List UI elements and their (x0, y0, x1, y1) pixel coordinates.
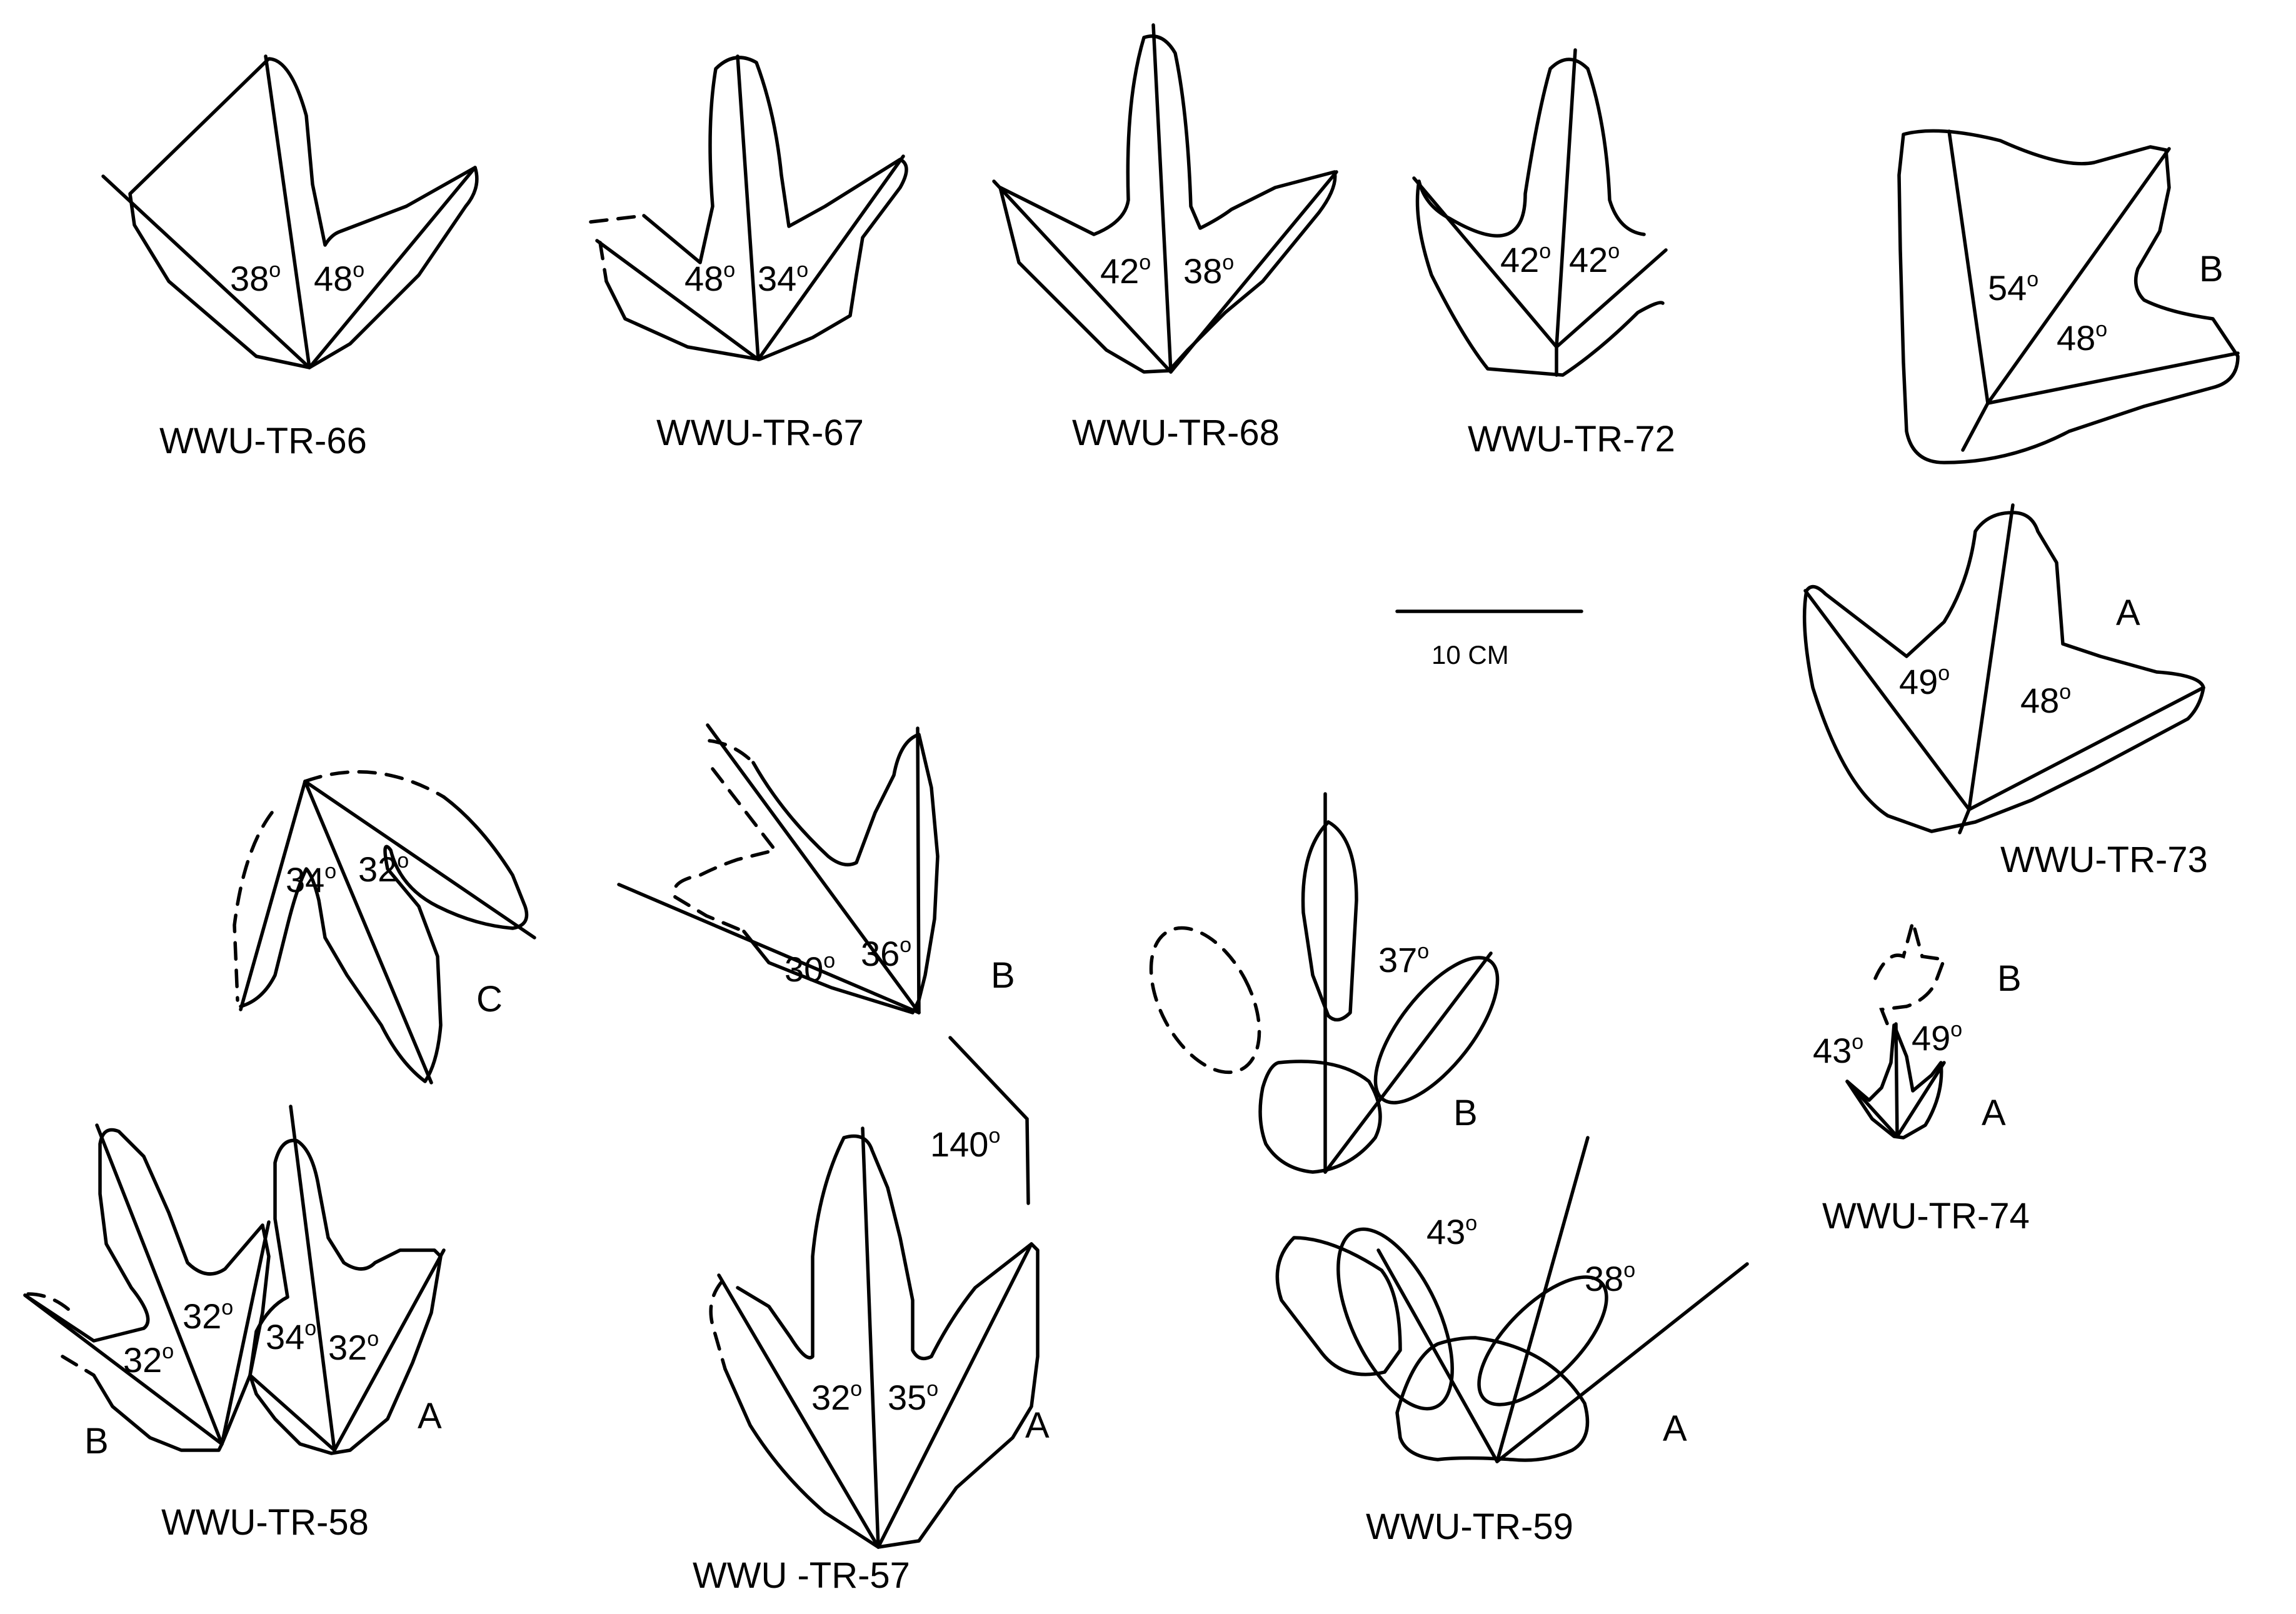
label-tr68: WWU-TR-68 (1072, 413, 1280, 453)
angle-tr74-left: 43o (1813, 1030, 1863, 1070)
scale-bar: 10 CM (1395, 609, 1583, 669)
angle-tr68-right: 38o (1183, 251, 1234, 291)
angle-tr66-left: 38o (230, 258, 281, 298)
angle-tr72-right: 42o (1569, 239, 1620, 279)
angle-tr73a-right: 48o (2020, 680, 2071, 720)
angle-tr73b-left: 54o (1988, 268, 2038, 308)
angle-tr59a-right: 38o (1585, 1258, 1635, 1298)
letter-tr74a: A (1982, 1093, 2006, 1133)
scale-bar-label: 10 CM (1431, 640, 1509, 669)
track-tr66: 38o 48o WWU-TR-66 (101, 54, 479, 461)
letter-tr58a: A (418, 1396, 442, 1436)
letter-tr57a: A (1025, 1405, 1050, 1446)
angle-tr59b-right: 37o (1378, 940, 1429, 980)
angle-tr72-left: 42o (1500, 239, 1551, 279)
angle-tr59a-left: 43o (1426, 1211, 1477, 1251)
label-tr57: WWU -TR-57 (693, 1555, 910, 1596)
track-tr68: 42o 38o WWU-TR-68 (992, 23, 1338, 453)
angle-tr58a-left: 34o (266, 1316, 316, 1356)
letter-tr58c: C (476, 979, 503, 1020)
label-tr66: WWU-TR-66 (159, 421, 367, 461)
angle-tr57b-right: 36o (861, 933, 911, 973)
angle-tr73a-left: 49o (1899, 661, 1950, 701)
letter-tr57b: B (991, 955, 1015, 996)
letter-tr73b: B (2199, 249, 2223, 289)
angle-tr68-left: 42o (1100, 251, 1151, 291)
letter-tr58b: B (84, 1421, 109, 1461)
track-tr57: 30o 36o B 140o 32o 35o A WWU -TR-57 (617, 723, 1050, 1596)
letter-tr59b: B (1453, 1093, 1478, 1133)
angle-tr57-step: 140o (930, 1124, 1000, 1164)
label-tr74: WWU-TR-74 (1822, 1196, 2030, 1236)
angle-tr67-right: 34o (758, 258, 808, 298)
angle-tr57b-left: 30o (785, 949, 835, 989)
angle-tr57a-right: 35o (888, 1377, 938, 1417)
angle-tr58a-right: 32o (328, 1327, 379, 1367)
track-tr72: 42o 42o WWU-TR-72 (1412, 48, 1675, 459)
track-tr74: 43o 49o B A WWU-TR-74 (1813, 915, 2030, 1236)
track-tr73: 54o 48o B 49o 48o A WWU-TR-73 (1802, 129, 2240, 880)
label-tr67: WWU-TR-67 (656, 413, 864, 453)
angle-tr73b-right: 48o (2057, 318, 2107, 358)
label-tr59: WWU-TR-59 (1366, 1506, 1573, 1547)
letter-tr73a: A (2116, 593, 2140, 633)
label-tr58: WWU-TR-58 (161, 1502, 369, 1543)
track-tr67: 48o 34o WWU-TR-67 (589, 54, 908, 453)
angle-tr58b-left: 32o (123, 1340, 174, 1380)
label-tr73: WWU-TR-73 (2000, 840, 2208, 880)
track-tr58: 34o 32o C 32o 32o B 34o 32o A WWU-TR-58 (23, 770, 536, 1543)
angle-tr74-right: 49o (1912, 1018, 1962, 1058)
letter-tr74b: B (1997, 958, 2022, 999)
angle-tr66-right: 48o (314, 258, 364, 298)
label-tr72: WWU-TR-72 (1468, 419, 1675, 459)
angle-tr58b-right: 32o (183, 1296, 233, 1336)
track-tr59: 37o B 43o 38o A WWU-TR-59 (1149, 792, 1749, 1547)
angle-tr58c-right: 32o (358, 849, 409, 889)
angle-tr67-left: 48o (684, 258, 735, 298)
letter-tr59a: A (1663, 1408, 1687, 1449)
angle-tr57a-left: 32o (811, 1377, 862, 1417)
angle-tr58c-left: 34o (286, 860, 336, 900)
